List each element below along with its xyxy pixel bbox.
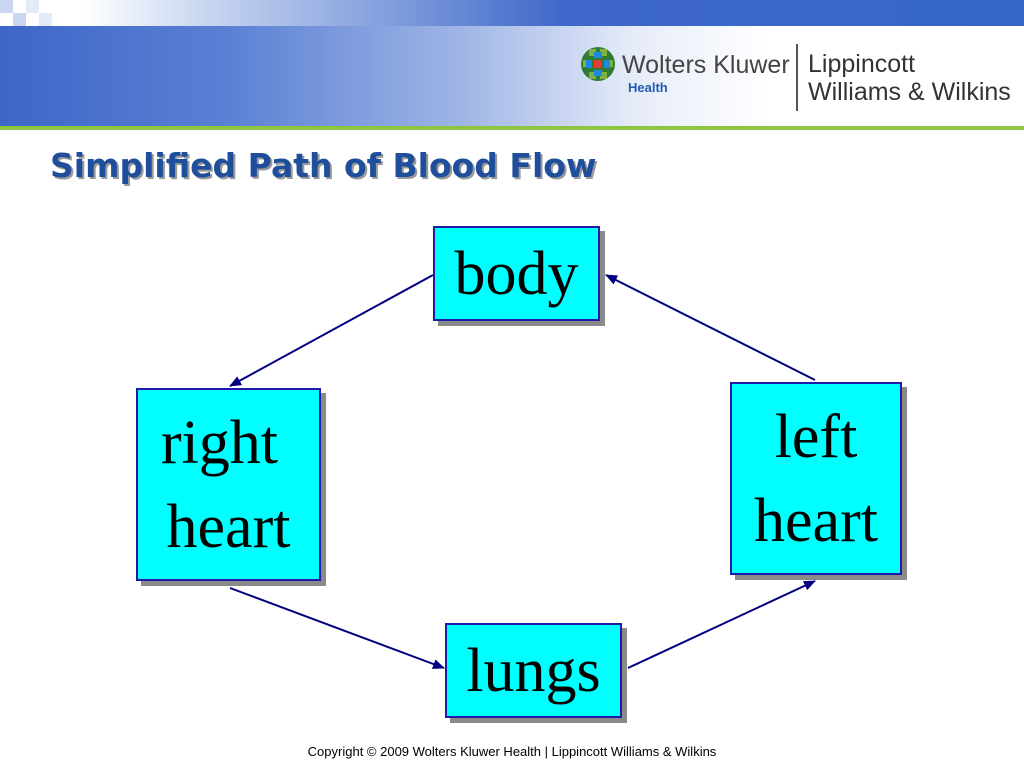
globe-icon bbox=[581, 47, 615, 81]
brand-partner: Lippincott Williams & Wilkins bbox=[808, 50, 1011, 106]
node-left-heart-label-line2: heart bbox=[754, 486, 878, 555]
arrow-body-to-right-heart bbox=[229, 274, 434, 387]
arrow-right-heart-to-lungs bbox=[229, 587, 445, 669]
node-left-heart: left heart bbox=[730, 382, 902, 575]
footer-copyright: Copyright © 2009 Wolters Kluwer Health |… bbox=[307, 744, 717, 759]
node-lungs-label: lungs bbox=[466, 636, 601, 705]
brand-primary: Wolters Kluwer bbox=[622, 51, 790, 79]
brand-divider bbox=[796, 44, 798, 111]
brand-partner-line1: Lippincott bbox=[808, 50, 916, 78]
header-top-strip bbox=[0, 0, 1024, 26]
header-divider-line bbox=[0, 126, 1024, 130]
node-body-label: body bbox=[454, 239, 579, 308]
node-lungs: lungs bbox=[445, 623, 622, 718]
publisher-logo: Wolters Kluwer Health Lippincott William… bbox=[580, 40, 1020, 115]
node-left-heart-label-line1: left bbox=[774, 402, 858, 471]
checker-pattern bbox=[0, 0, 52, 26]
brand-partner-line2: Williams & Wilkins bbox=[808, 78, 1011, 106]
brand-sub: Health bbox=[628, 80, 668, 95]
node-right-heart: right heart bbox=[136, 388, 321, 581]
node-right-heart-label-line1: right bbox=[160, 408, 279, 477]
node-body: body bbox=[433, 226, 600, 321]
arrow-left-heart-to-body bbox=[605, 274, 816, 381]
slide-title: Simplified Path of Blood Flow bbox=[50, 146, 597, 185]
arrow-lungs-to-left-heart bbox=[627, 580, 816, 669]
node-right-heart-label-line2: heart bbox=[166, 492, 291, 561]
